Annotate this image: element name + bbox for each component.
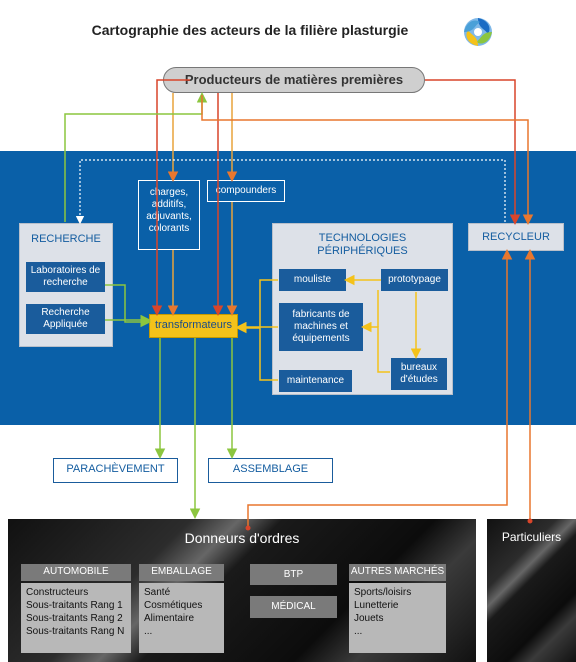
particuliers-panel: Particuliers — [487, 519, 576, 662]
list-item: Cosmétiques — [144, 600, 203, 611]
btp-box: BTP — [250, 564, 337, 585]
recherche-title: RECHERCHE — [31, 233, 101, 245]
list-item: ... — [354, 626, 363, 637]
prototypage-node: prototypage — [381, 269, 448, 291]
list-item: Constructeurs — [26, 587, 89, 598]
laboratoires-node: Laboratoires de recherche — [26, 262, 105, 292]
automobile-list: Constructeurs Sous-traitants Rang 1 Sous… — [21, 583, 131, 653]
list-item: Sous-traitants Rang 1 — [26, 600, 123, 611]
list-item: Sous-traitants Rang 2 — [26, 613, 123, 624]
plasturgie-logo-icon — [454, 8, 502, 56]
recycleur-label: RECYCLEUR — [482, 231, 550, 243]
autres-list: Sports/loisirs Lunetterie Jouets ... — [349, 583, 446, 653]
autres-header: AUTRES MARCHÉS — [349, 564, 446, 581]
producteurs-node: Producteurs de matières premières — [163, 67, 425, 93]
transformateurs-node: transformateurs — [149, 314, 238, 338]
assemblage-node: ASSEMBLAGE — [208, 458, 333, 483]
list-item: Jouets — [354, 613, 384, 624]
list-item: Alimentaire — [144, 613, 195, 624]
maintenance-node: maintenance — [279, 370, 352, 392]
particuliers-title: Particuliers — [501, 530, 562, 544]
emballage-header: EMBALLAGE — [139, 564, 224, 581]
mouliste-node: mouliste — [279, 269, 346, 291]
automobile-header: AUTOMOBILE — [21, 564, 131, 581]
parachevement-node: PARACHÈVEMENT — [53, 458, 178, 483]
bureaux-node: bureaux d'études — [391, 358, 447, 390]
diagram-title: Cartographie des acteurs de la filière p… — [91, 22, 409, 38]
medical-box: MÉDICAL — [250, 596, 337, 618]
fabricants-node: fabricants de machines et équipements — [279, 303, 363, 351]
compounders-node: compounders — [207, 180, 285, 202]
technologies-title: TECHNOLOGIES PÉRIPHÉRIQUES — [317, 232, 408, 257]
list-item: Sports/loisirs — [354, 587, 412, 598]
list-item: Sous-traitants Rang N — [26, 626, 125, 637]
list-item: ... — [144, 626, 153, 637]
list-item: Lunetterie — [354, 600, 399, 611]
recherche-appliquee-node: Recherche Appliquée — [26, 304, 105, 334]
emballage-list: Santé Cosmétiques Alimentaire ... — [139, 583, 224, 653]
donneurs-title: Donneurs d'ordres — [184, 530, 300, 546]
list-item: Santé — [144, 587, 171, 598]
